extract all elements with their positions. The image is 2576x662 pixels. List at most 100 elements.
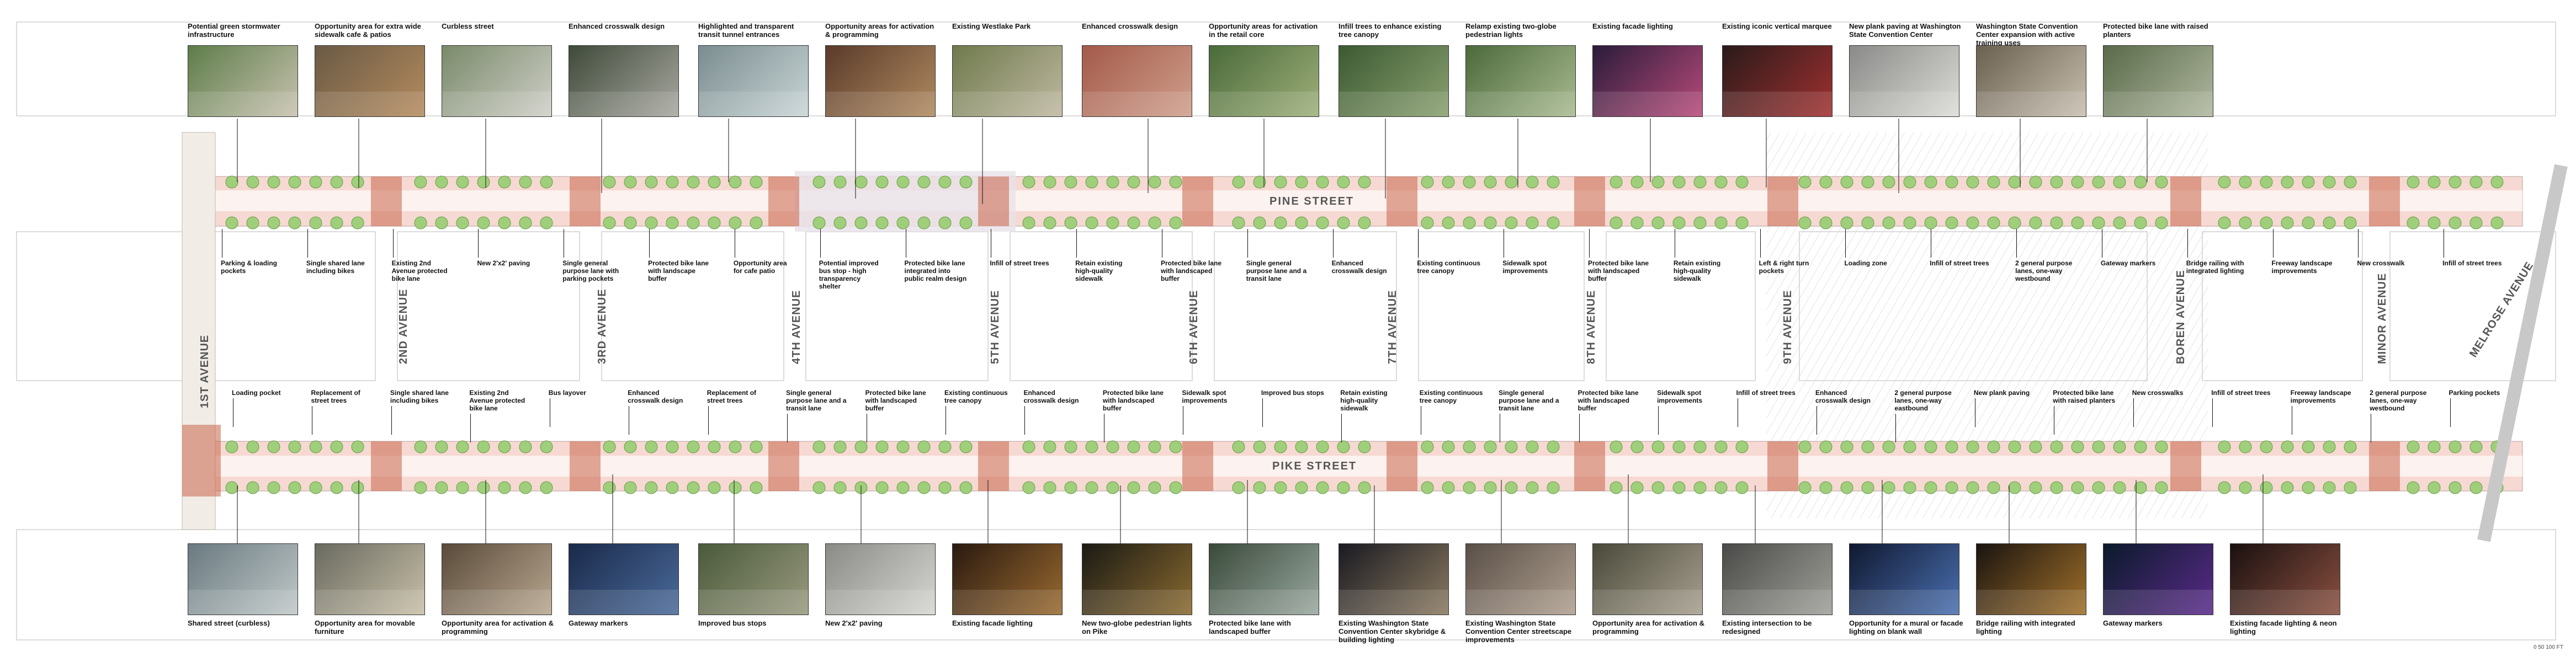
top-photo	[1592, 45, 1703, 117]
pike-annotation: Existing 2nd Avenue protected bike lane	[469, 389, 533, 442]
street-tree	[1714, 440, 1728, 453]
street-tree	[687, 175, 700, 189]
street-tree	[2302, 216, 2315, 229]
avenue-label: 9TH AVENUE	[1782, 290, 1794, 364]
street-tree	[2281, 440, 2294, 453]
street-tree	[875, 216, 889, 229]
street-tree	[1651, 481, 1665, 494]
pike-annotation: Sidewalk spot improvements	[1657, 389, 1720, 435]
street-tree	[540, 440, 553, 453]
street-tree	[1022, 481, 1035, 494]
street-tree	[1840, 216, 1853, 229]
crosswalk-square	[978, 177, 1009, 226]
pike-annotation: Bus layover	[549, 389, 612, 427]
street-tree	[2218, 216, 2231, 229]
pine-annotation: Potential improved bus stop - high trans…	[819, 229, 883, 290]
street-tree	[812, 216, 826, 229]
street-tree	[833, 481, 847, 494]
pine-annotation: Existing 2nd Avenue protected bike lane	[392, 229, 455, 282]
crosswalk-square	[2369, 177, 2400, 226]
pike-street-label: PIKE STREET	[1272, 460, 1357, 472]
street-tree	[1106, 175, 1119, 189]
pine-annotation: Bridge railing with integrated lighting	[2186, 229, 2250, 275]
top-photo	[825, 45, 936, 117]
street-tree	[288, 175, 301, 189]
bottom-photo	[315, 543, 425, 615]
top-photo-caption: Enhanced crosswalk design	[1082, 22, 1178, 30]
pike-annotation: New plank paving	[1974, 389, 2037, 427]
crosswalk-square	[570, 441, 601, 491]
street-tree	[519, 440, 532, 453]
bottom-photo-caption: New two-globe pedestrian lights on Pike	[1082, 619, 1192, 636]
bottom-photo-caption: Existing facade lighting	[952, 619, 1033, 627]
street-tree	[2407, 481, 2420, 494]
street-tree	[750, 440, 763, 453]
street-tree	[267, 216, 280, 229]
street-tree	[2239, 175, 2252, 189]
street-tree	[1505, 481, 1518, 494]
street-tree	[1882, 216, 1895, 229]
street-tree	[896, 481, 910, 494]
street-tree	[1840, 440, 1853, 453]
pine-annotation: Single general purpose lane and a transi…	[1246, 229, 1310, 282]
top-photo	[1209, 45, 1319, 117]
bottom-photo	[2230, 543, 2340, 615]
pike-annotation: Protected bike lane with landscaped buff…	[1103, 389, 1166, 442]
street-tree	[2490, 175, 2504, 189]
street-tree	[2092, 175, 2105, 189]
avenue-label: 1ST AVENUE	[199, 334, 211, 408]
street-tree	[1085, 175, 1098, 189]
street-tree	[1714, 175, 1728, 189]
street-tree	[1253, 216, 1266, 229]
top-photo-caption: Existing iconic vertical marquee	[1722, 22, 1832, 30]
bottom-photo	[2103, 543, 2213, 615]
street-tree	[435, 175, 448, 189]
pine-annotation: Freeway landscape improvements	[2272, 229, 2335, 275]
street-tree	[1421, 216, 1434, 229]
street-tree	[2490, 216, 2504, 229]
top-photo-caption: Highlighted and transparent transit tunn…	[698, 22, 794, 39]
street-tree	[2302, 481, 2315, 494]
pine-annotation: Left & right turn pockets	[1759, 229, 1823, 275]
street-tree	[729, 216, 742, 229]
top-photo-caption: Opportunity areas for activation in the …	[1209, 22, 1318, 39]
first-avenue-intersection	[182, 425, 221, 496]
street-tree	[1148, 440, 1161, 453]
street-tree	[1148, 481, 1161, 494]
street-tree	[1693, 175, 1707, 189]
street-tree	[330, 440, 343, 453]
street-tree	[498, 175, 511, 189]
street-tree	[309, 175, 322, 189]
street-tree	[1526, 216, 1539, 229]
pike-annotation: Protected bike lane with landscaped buff…	[1578, 389, 1642, 442]
pike-annotation: Existing continuous tree canopy	[944, 389, 1008, 435]
street-tree	[812, 481, 826, 494]
street-tree	[540, 175, 553, 189]
street-tree	[1547, 175, 1560, 189]
street-tree	[1337, 175, 1350, 189]
pine-annotation: Gateway markers	[2101, 229, 2164, 267]
top-photo	[1339, 45, 1449, 117]
street-tree	[2218, 175, 2231, 189]
street-tree	[2428, 175, 2441, 189]
street-tree	[875, 481, 889, 494]
street-tree	[2029, 481, 2042, 494]
street-tree	[645, 481, 658, 494]
street-tree	[1169, 440, 1182, 453]
street-tree	[2448, 481, 2462, 494]
street-tree	[2008, 175, 2021, 189]
street-tree	[2323, 175, 2336, 189]
bottom-photo	[825, 543, 936, 615]
street-tree	[1169, 481, 1182, 494]
street-tree	[1924, 175, 1937, 189]
street-tree	[330, 481, 343, 494]
street-tree	[1630, 216, 1644, 229]
bottom-photo	[1082, 543, 1192, 615]
street-tree	[1945, 216, 1958, 229]
street-tree	[1127, 481, 1140, 494]
street-tree	[2344, 440, 2357, 453]
street-tree	[1043, 175, 1056, 189]
street-tree	[1819, 216, 1833, 229]
street-tree	[812, 440, 826, 453]
street-tree	[1463, 175, 1476, 189]
